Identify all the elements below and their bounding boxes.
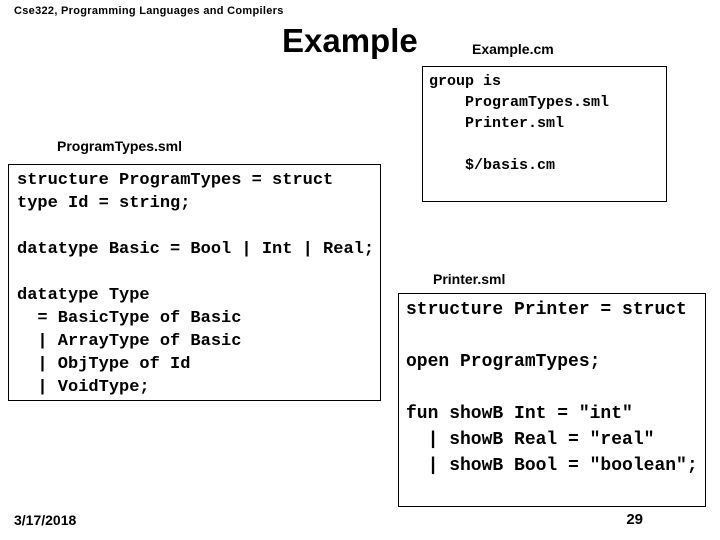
example-cm-label: Example.cm <box>472 41 554 57</box>
course-header: Cse322, Programming Languages and Compil… <box>14 5 284 17</box>
program-types-sml-code-box: structure ProgramTypes = struct type Id … <box>8 164 381 401</box>
example-cm-code-box: group is ProgramTypes.sml Printer.sml $/… <box>422 66 667 202</box>
page-number: 29 <box>626 511 643 528</box>
program-types-sml-label: ProgramTypes.sml <box>57 138 183 154</box>
printer-sml-label: Printer.sml <box>433 271 506 287</box>
slide-title: Example <box>282 22 418 59</box>
printer-sml-code-box: structure Printer = struct open ProgramT… <box>398 293 706 507</box>
slide-date: 3/17/2018 <box>14 512 77 528</box>
